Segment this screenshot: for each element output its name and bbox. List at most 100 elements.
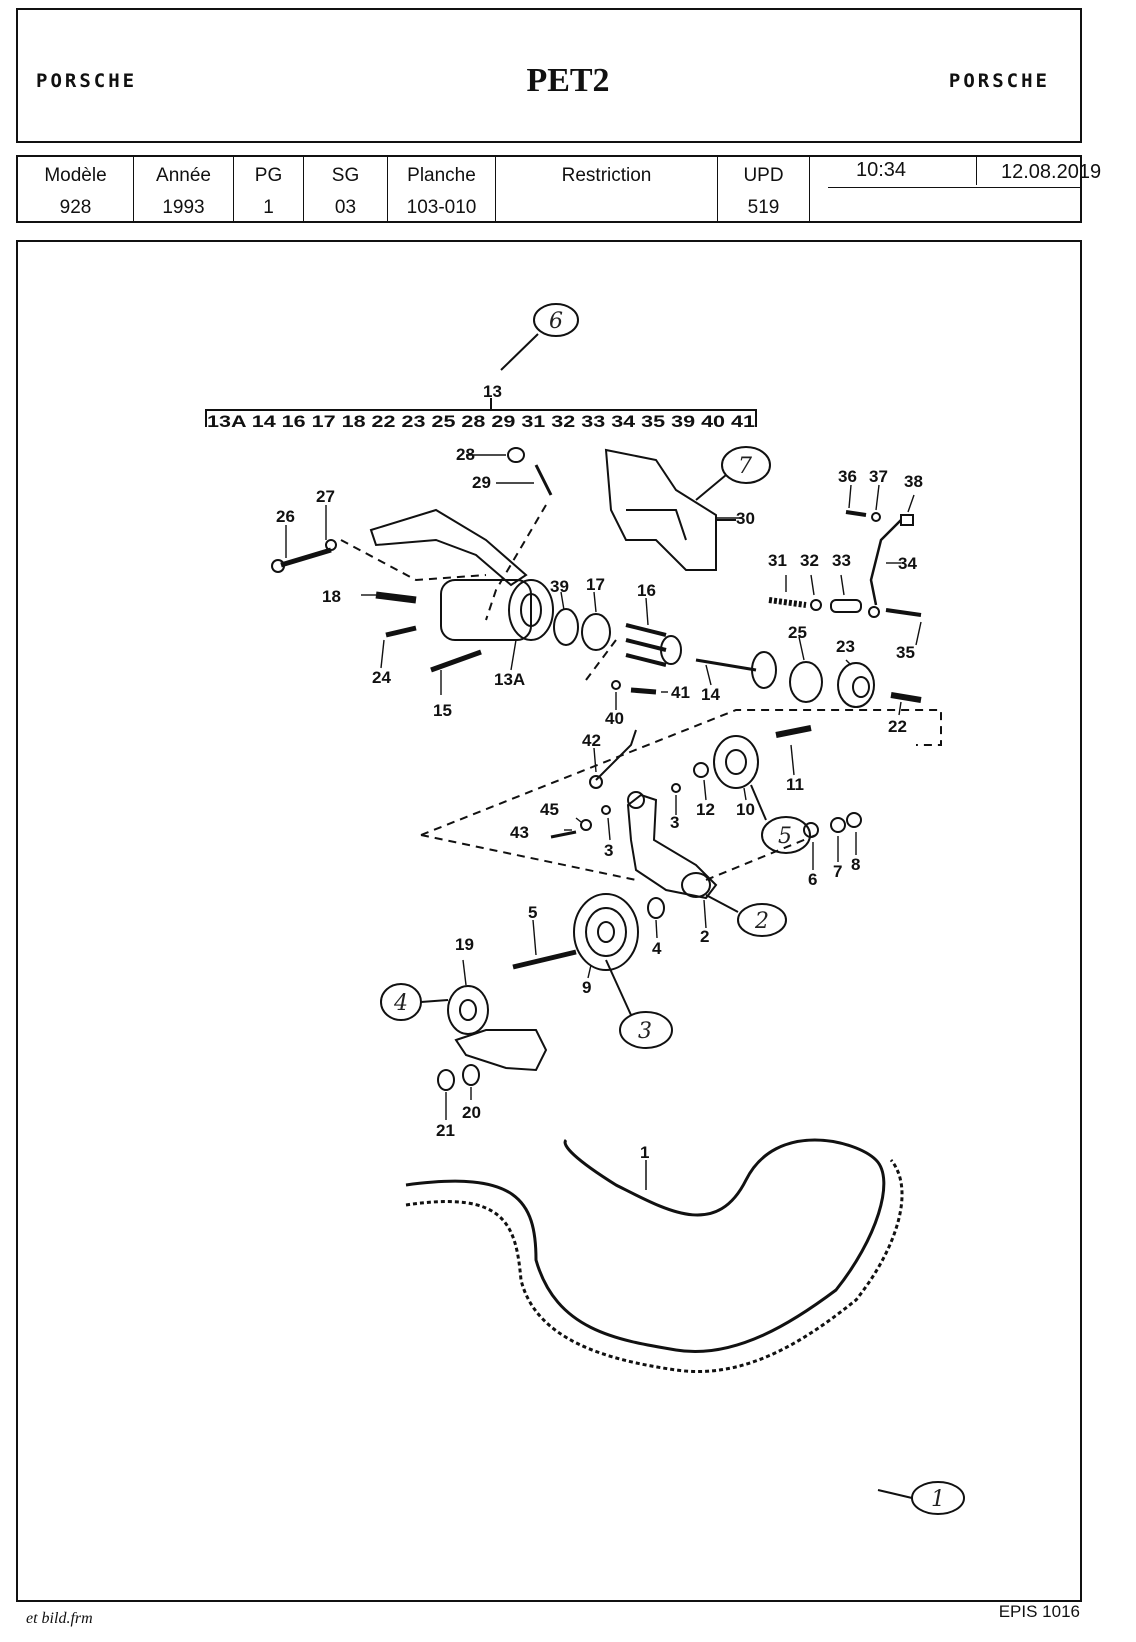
hand-note-3: 3 [638, 1019, 652, 1044]
bolt-18 [375, 591, 417, 604]
bushing-3 [601, 805, 611, 815]
callout-40: 40 [605, 709, 624, 728]
meta-col-model: Modèle 928 [18, 157, 134, 221]
pin [890, 692, 922, 703]
callout-43: 43 [510, 823, 529, 842]
timestamp: 10:34 12.08.2019 [828, 157, 1101, 188]
meta-label: Année [156, 165, 211, 186]
clip-38 [900, 514, 914, 526]
footer-filename: et bild.frm [26, 1610, 93, 1627]
spring-small [768, 597, 807, 608]
roller [837, 662, 875, 708]
pulley-19 [447, 985, 489, 1035]
sleeve-33 [830, 599, 862, 613]
bracket-plate [604, 448, 717, 571]
cap-28 [507, 447, 525, 463]
callout-36: 36 [838, 467, 857, 486]
bolt-35 [885, 608, 922, 617]
rod [695, 658, 757, 672]
screw-29 [534, 464, 553, 496]
callout-42: 42 [582, 731, 601, 750]
callout-34: 34 [898, 554, 917, 573]
hand-note-4: 4 [393, 991, 408, 1016]
washer-12 [693, 762, 709, 778]
timing-belt-teeth [405, 1159, 904, 1373]
callout-30: 30 [736, 509, 755, 528]
bracket-arm [369, 508, 528, 587]
timing-belt [405, 1138, 886, 1353]
date-value: 12.08.2019 [976, 157, 1101, 185]
meta-value: 103-010 [406, 197, 477, 218]
meta-label: UPD [743, 165, 784, 186]
callout-1: 1 [640, 1143, 649, 1162]
callout-20: 20 [462, 1103, 481, 1122]
page-title: PET2 [526, 62, 610, 99]
sensor [589, 775, 603, 789]
meta-label: Planche [407, 165, 476, 186]
washer-7 [830, 817, 846, 833]
meta-value: 519 [747, 197, 780, 218]
meta-col-planche: Planche 103-010 [388, 157, 496, 221]
callout-35: 35 [896, 643, 915, 662]
callout-11: 11 [786, 775, 804, 794]
guide-line [420, 834, 637, 881]
callout-13a: 13A [494, 670, 525, 689]
tensioner-arm [626, 793, 718, 900]
meta-label: Restriction [561, 165, 652, 186]
callout-18: 18 [322, 587, 341, 606]
callout-5: 5 [528, 903, 537, 922]
header-box [16, 8, 1082, 143]
hand-circle-6 [533, 303, 579, 337]
callout-25: 25 [788, 623, 807, 642]
parts-diagram: 1 3 13A 14 16 17 18 22 23 25 28 29 31 32 … [205, 303, 965, 1515]
callout-23: 23 [836, 637, 855, 656]
washer-45 [580, 819, 592, 831]
callout-38: 38 [904, 472, 923, 491]
callout-24: 24 [372, 668, 391, 687]
callout-14: 14 [701, 685, 720, 704]
callout-19: 19 [455, 935, 474, 954]
callout-4: 4 [652, 939, 662, 958]
bolt-15 [430, 649, 482, 673]
callout-45: 45 [540, 800, 559, 819]
meta-value: 928 [59, 197, 92, 218]
bushing [581, 613, 611, 651]
meta-col-year: Année 1993 [134, 157, 234, 221]
callout-6: 6 [808, 870, 817, 889]
time-value: 10:34 [856, 159, 907, 181]
meta-value: 1993 [162, 197, 205, 218]
guide-line [585, 639, 617, 681]
screw-43 [550, 830, 577, 839]
callout-12: 12 [696, 800, 715, 819]
bushing-3b [671, 783, 681, 793]
meta-col-sg: SG 03 [304, 157, 388, 221]
hand-note-1: 1 [931, 1487, 945, 1512]
bracket-plate-detail [626, 509, 687, 541]
callout-7: 7 [833, 862, 842, 881]
hand-note-7: 7 [738, 454, 752, 479]
callout-41: 41 [671, 683, 690, 702]
callout-37: 37 [869, 467, 888, 486]
callout-16: 16 [637, 581, 656, 600]
callout-3b: 3 [604, 841, 613, 860]
hand-note-5: 5 [778, 824, 792, 849]
meta-col-restriction: Restriction [496, 157, 718, 221]
clip-21 [437, 1069, 455, 1091]
bolt-5 [512, 949, 577, 970]
guide-line [705, 834, 817, 881]
footer-code: EPIS 1016 [998, 1602, 1080, 1621]
bolt-36 [845, 510, 867, 517]
callout-33: 33 [832, 551, 851, 570]
callout-28: 28 [456, 445, 475, 464]
callout-17: 17 [586, 575, 605, 594]
guide-line [485, 504, 547, 621]
idler-roller-10 [713, 735, 759, 789]
callout-10: 10 [736, 800, 755, 819]
meta-table: Modèle 928 Année 1993 PG 1 SG 03 Planche… [16, 155, 1101, 223]
hand-circle-2 [737, 903, 787, 937]
rod-end [751, 651, 777, 689]
callout-8: 8 [851, 855, 860, 874]
group-members: 13A 14 16 17 18 22 23 25 28 29 31 32 33 … [207, 412, 755, 431]
bolt-24 [385, 625, 417, 638]
hand-circle-3 [619, 1011, 673, 1049]
